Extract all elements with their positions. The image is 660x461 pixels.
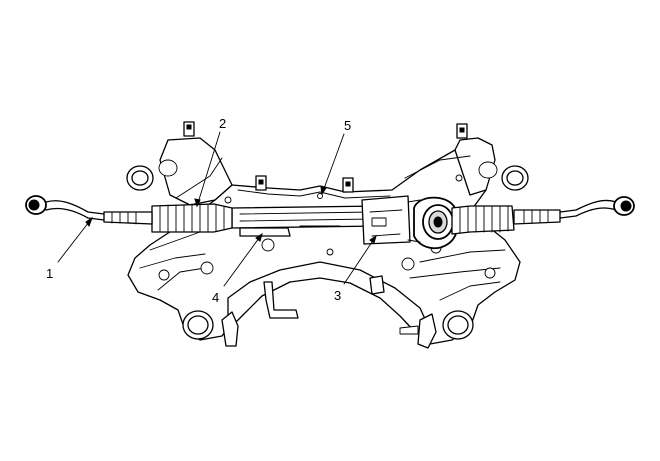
lower-brackets xyxy=(221,275,437,349)
callout-3: 3 xyxy=(334,234,377,303)
boot-left xyxy=(151,203,233,233)
callout-3-label: 3 xyxy=(334,288,341,303)
callout-4: 4 xyxy=(212,232,263,305)
bushings xyxy=(126,159,529,340)
front-crossmember xyxy=(127,137,521,345)
callout-4-label: 4 xyxy=(212,290,219,305)
tie-rod-left xyxy=(45,200,153,225)
callout-1: 1 xyxy=(46,216,94,281)
steering-rack-assembly xyxy=(231,195,460,250)
boot-right xyxy=(451,205,515,235)
callout-1-label: 1 xyxy=(46,266,53,281)
mounting-brackets xyxy=(183,121,468,193)
callout-5: 5 xyxy=(320,118,351,196)
tie-rod-right xyxy=(513,199,617,225)
callout-2: 2 xyxy=(194,116,226,208)
tie-rod-end-right xyxy=(613,196,635,216)
callout-2-label: 2 xyxy=(219,116,226,131)
callout-5-label: 5 xyxy=(344,118,351,133)
tie-rod-end-left xyxy=(25,195,47,215)
